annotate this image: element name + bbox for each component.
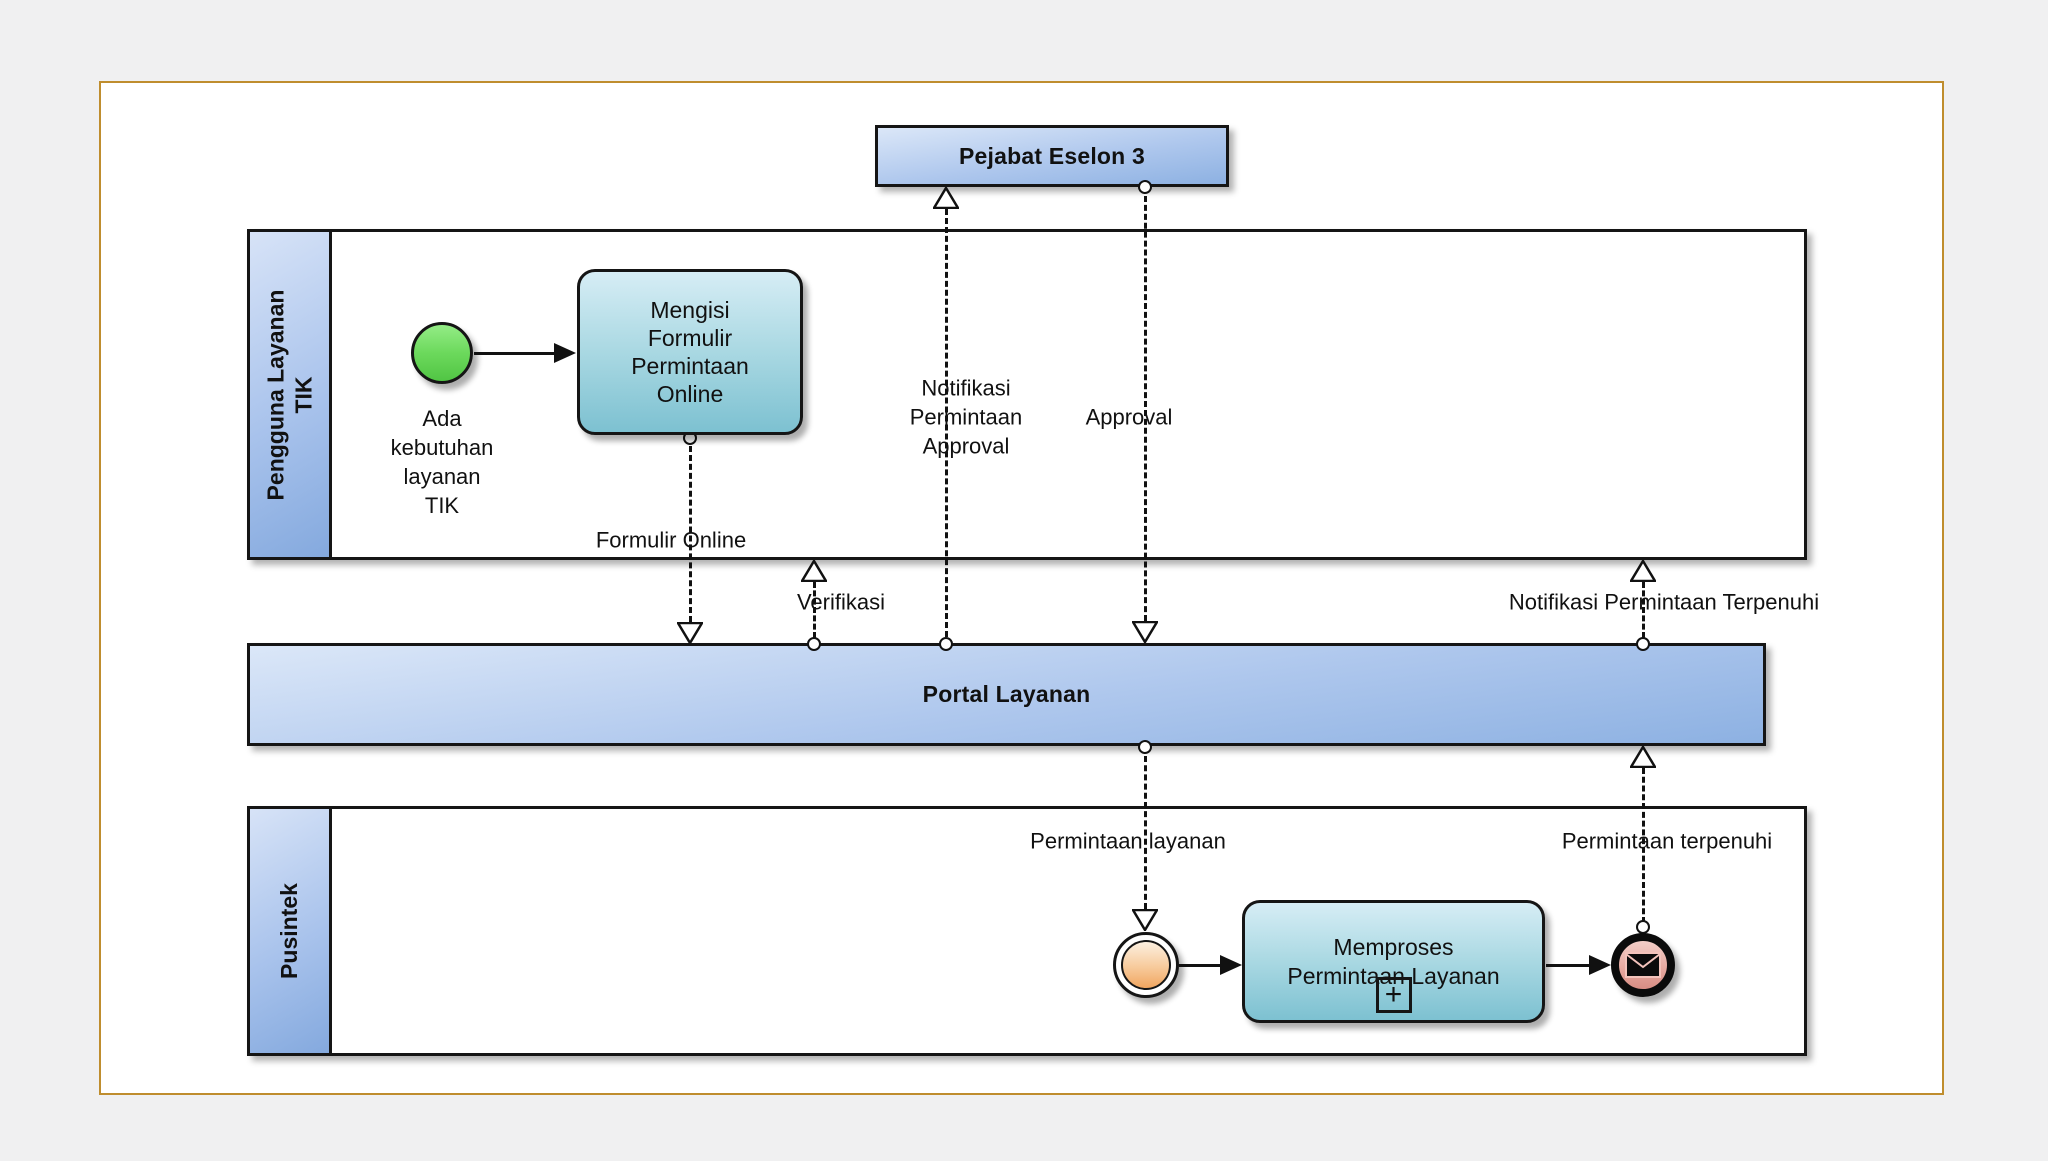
message-source-dot [807,637,821,651]
message-source-dot [1138,180,1152,194]
pool-pejabat-title: Pejabat Eselon 3 [959,142,1145,169]
pool-pusintek-label-band: Pusintek [250,809,332,1053]
open-arrowhead-down-icon [1132,909,1158,931]
task-memproses-permintaan-layanan: Memproses Permintaan Layanan + [1242,900,1545,1023]
message-flow-verifikasi [813,582,816,638]
message-flow-notifikasi-permintaan-approval [945,209,948,637]
label-notifikasi-permintaan-terpenuhi: Notifikasi Permintaan Terpenuhi [1508,589,1820,615]
open-arrowhead-up-icon [1630,560,1656,582]
message-flow-notifikasi-permintaan-terpenuhi [1642,582,1645,638]
label-approval: Approval [1085,404,1173,430]
subprocess-plus-icon: + [1375,977,1412,1013]
pool-pusintek: Pusintek [247,806,1807,1056]
label-formulir-online: Formulir Online [595,527,747,553]
task-mengisi-formulir-permintaan-online: Mengisi Formulir Permintaan Online [577,269,803,435]
message-end-event [1611,933,1675,997]
message-flow-formulir-online [689,446,692,622]
label-notifikasi-permintaan-approval: Notifikasi Permintaan Approval [909,375,1023,459]
message-flow-permintaan-terpenuhi [1642,768,1645,923]
open-arrowhead-up-icon [933,187,959,209]
message-flow-permintaan-layanan [1144,756,1147,909]
filled-arrowhead-right-icon [554,343,576,363]
message-source-dot [1636,637,1650,651]
label-verifikasi: Verifikasi [796,589,886,615]
envelope-icon [1625,952,1661,978]
open-arrowhead-up-icon [1630,746,1656,768]
message-flow-approval [1144,196,1147,621]
task-label: Mengisi Formulir Permintaan Online [631,296,749,408]
pool-portal-title: Portal Layanan [922,681,1091,707]
pool-pengguna-layanan-tik: Pengguna Layanan TIK [247,229,1807,560]
message-source-dot [1138,740,1152,754]
start-event-label: Ada kebutuhan layanan TIK [390,405,494,519]
filled-arrowhead-right-icon [1589,955,1611,975]
start-event [411,322,473,384]
pool-pejabat-eselon-3: Pejabat Eselon 3 [875,125,1229,187]
open-arrowhead-down-icon [1132,621,1158,643]
open-arrowhead-down-icon [677,622,703,644]
open-arrowhead-up-icon [801,560,827,582]
intermediate-event-inner-circle [1121,940,1171,990]
pool-pengguna-label-band: Pengguna Layanan TIK [250,232,332,557]
label-permintaan-layanan: Permintaan layanan [1030,828,1226,854]
label-permintaan-terpenuhi: Permintaan terpenuhi [1561,828,1773,854]
pool-pengguna-title: Pengguna Layanan TIK [261,289,316,500]
message-source-dot [1636,920,1650,934]
pool-portal-layanan: Portal Layanan [247,643,1766,746]
sequence-flow [1179,964,1226,967]
task-label: Memproses Permintaan Layanan [1287,934,1500,989]
pool-pusintek-title: Pusintek [275,883,302,979]
filled-arrowhead-right-icon [1220,955,1242,975]
sequence-flow [1546,964,1592,967]
intermediate-message-catch-event [1113,932,1179,998]
message-source-dot [939,637,953,651]
sequence-flow [474,352,560,355]
